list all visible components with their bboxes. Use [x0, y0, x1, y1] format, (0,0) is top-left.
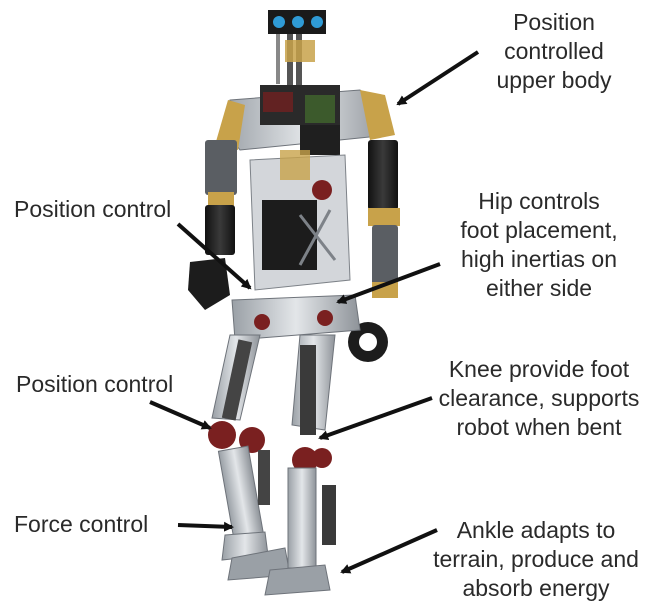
label-upper-body: Position controlled upper body [474, 8, 634, 95]
arrow-upper-body [398, 52, 478, 104]
label-ankle-left: Force control [14, 510, 148, 539]
label-hip-left: Position control [14, 195, 171, 224]
left-leg [208, 335, 290, 580]
camera-head [268, 10, 326, 94]
label-ankle-right: Ankle adapts to terrain, produce and abs… [410, 516, 662, 603]
arrow-knee-left [150, 402, 210, 428]
label-hip-right: Hip controls foot placement, high inerti… [428, 187, 650, 303]
torso-frame [250, 150, 350, 290]
arrow-ankle-left [178, 525, 232, 527]
label-knee-right: Knee provide foot clearance, supports ro… [416, 355, 662, 442]
label-knee-left: Position control [16, 370, 173, 399]
